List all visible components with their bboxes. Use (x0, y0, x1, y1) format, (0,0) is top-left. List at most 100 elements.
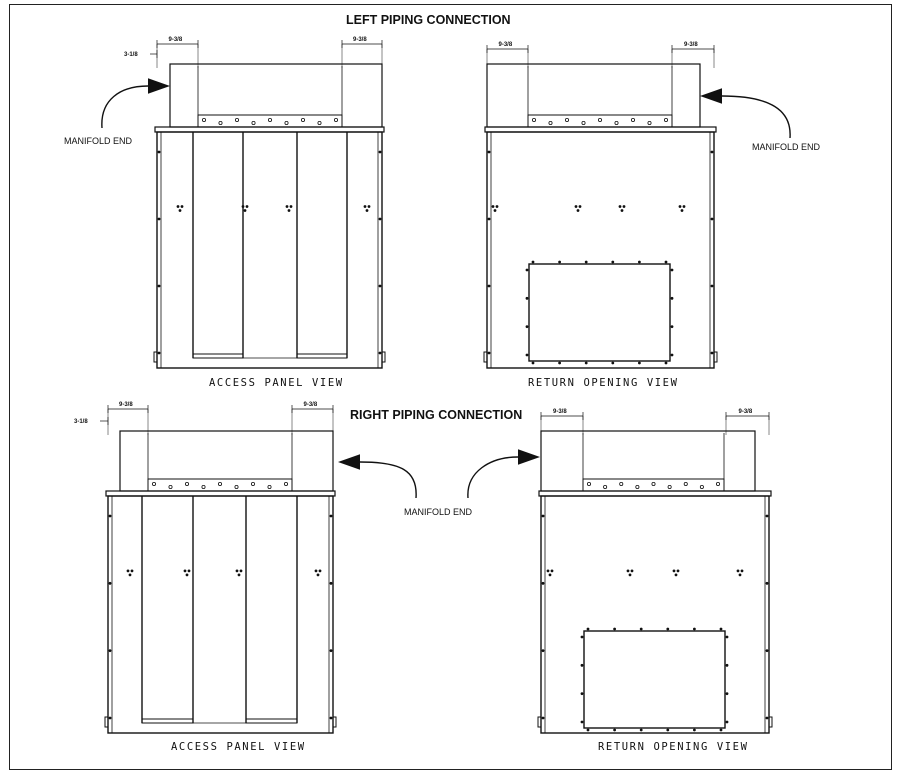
manifold-arrow-curve (101, 85, 149, 129)
side-screw (157, 284, 161, 288)
manifold-hole (614, 121, 619, 126)
screw (719, 627, 723, 631)
manifold-hole (300, 118, 305, 123)
manifold-hole (201, 484, 206, 489)
fastener-group (620, 209, 624, 212)
manifold-hole (635, 484, 640, 489)
manifold-hole (217, 481, 222, 486)
manifold-hole (581, 121, 586, 126)
side-screw (487, 217, 491, 221)
fastener-group (672, 569, 676, 573)
fastener-group (241, 205, 245, 208)
manifold-hole (598, 118, 603, 123)
screw (638, 361, 641, 365)
screw (580, 663, 584, 667)
fastener-group (237, 573, 241, 577)
screw (638, 260, 641, 264)
manifold-hole (201, 118, 206, 123)
dimension-label-9-3-8: 9-3/8 (169, 37, 183, 43)
dimension-label-9-3-8: 9-3/8 (739, 409, 753, 415)
fastener-group (287, 209, 291, 212)
screw (531, 260, 535, 264)
panel-rail (192, 353, 244, 359)
manifold-hole (168, 484, 173, 489)
mounting-flange (484, 126, 717, 133)
screw (666, 728, 670, 732)
caption-access-panel-view-bottom: ACCESS PANEL VIEW (171, 741, 306, 753)
screw (725, 635, 729, 639)
fastener-group (316, 573, 320, 577)
fastener-group (243, 209, 247, 212)
manifold-hole (587, 481, 592, 486)
fastener-group (546, 569, 550, 573)
screw (611, 361, 615, 365)
manifold-hole (151, 481, 156, 486)
dimension-label-9-3-8: 9-3/8 (553, 409, 567, 415)
return-opening-view-bottom: 9-3/8 9-3/8 (537, 409, 773, 734)
fastener-group (180, 205, 184, 208)
screw (525, 353, 529, 357)
side-screw (329, 716, 333, 720)
screw (725, 663, 729, 667)
manifold-arrow-curve (467, 456, 519, 499)
screw (670, 296, 674, 300)
arrow-head (338, 454, 360, 470)
screw (670, 268, 674, 272)
side-screw (487, 150, 491, 154)
manifold-pad (582, 478, 725, 492)
fastener-group (235, 569, 239, 573)
screw (613, 627, 616, 631)
panel-rail (245, 718, 298, 724)
screw (670, 325, 674, 329)
side-screw (329, 581, 333, 585)
manifold-end-arrows (101, 78, 791, 499)
side-screw (765, 581, 769, 585)
side-screw (765, 716, 769, 720)
fastener-group (630, 569, 634, 573)
side-screw (108, 649, 112, 653)
fastener-group (740, 569, 744, 573)
fastener-group (548, 573, 552, 577)
upper-coil-box (486, 63, 701, 128)
manifold-end-label-top-left: MANIFOLD END (64, 136, 133, 146)
side-screw (108, 581, 112, 585)
manifold-hole (283, 481, 288, 486)
screw (580, 692, 584, 696)
fastener-group (493, 209, 497, 212)
side-screw (329, 514, 333, 518)
foot (104, 716, 109, 728)
manifold-hole (284, 121, 289, 126)
side-screw (541, 514, 545, 518)
mounting-flange (154, 126, 385, 133)
manifold-hole (716, 481, 721, 486)
screw (525, 296, 529, 300)
dimension-label-9-3-8: 9-3/8 (499, 42, 513, 48)
screw (584, 260, 588, 264)
manifold-pad (147, 478, 293, 492)
side-screw (710, 217, 714, 221)
dimension-label-9-3-8: 9-3/8 (684, 42, 698, 48)
side-screw (157, 217, 161, 221)
fastener-group (674, 573, 678, 577)
caption-return-opening-view-bottom: RETURN OPENING VIEW (598, 741, 749, 753)
screw (584, 361, 588, 365)
fastener-group (574, 205, 578, 208)
screw (719, 728, 723, 732)
fastener-group (245, 205, 249, 208)
upper-coil-box (119, 430, 334, 492)
foot (537, 716, 542, 728)
manifold-hole (251, 121, 256, 126)
fastener-group (187, 569, 191, 573)
dimension-label-3-1-8: 3-1/8 (74, 419, 88, 425)
fastener-group (130, 569, 134, 573)
screw (725, 692, 729, 696)
fastener-group (736, 569, 740, 573)
screw (664, 361, 668, 365)
manifold-arrow-curve (721, 95, 791, 139)
side-screw (378, 351, 382, 355)
manifold-hole (333, 118, 338, 123)
fastener-group (628, 573, 632, 577)
fastener-group (682, 205, 686, 208)
screw (580, 635, 584, 639)
drawing-border (9, 4, 892, 770)
